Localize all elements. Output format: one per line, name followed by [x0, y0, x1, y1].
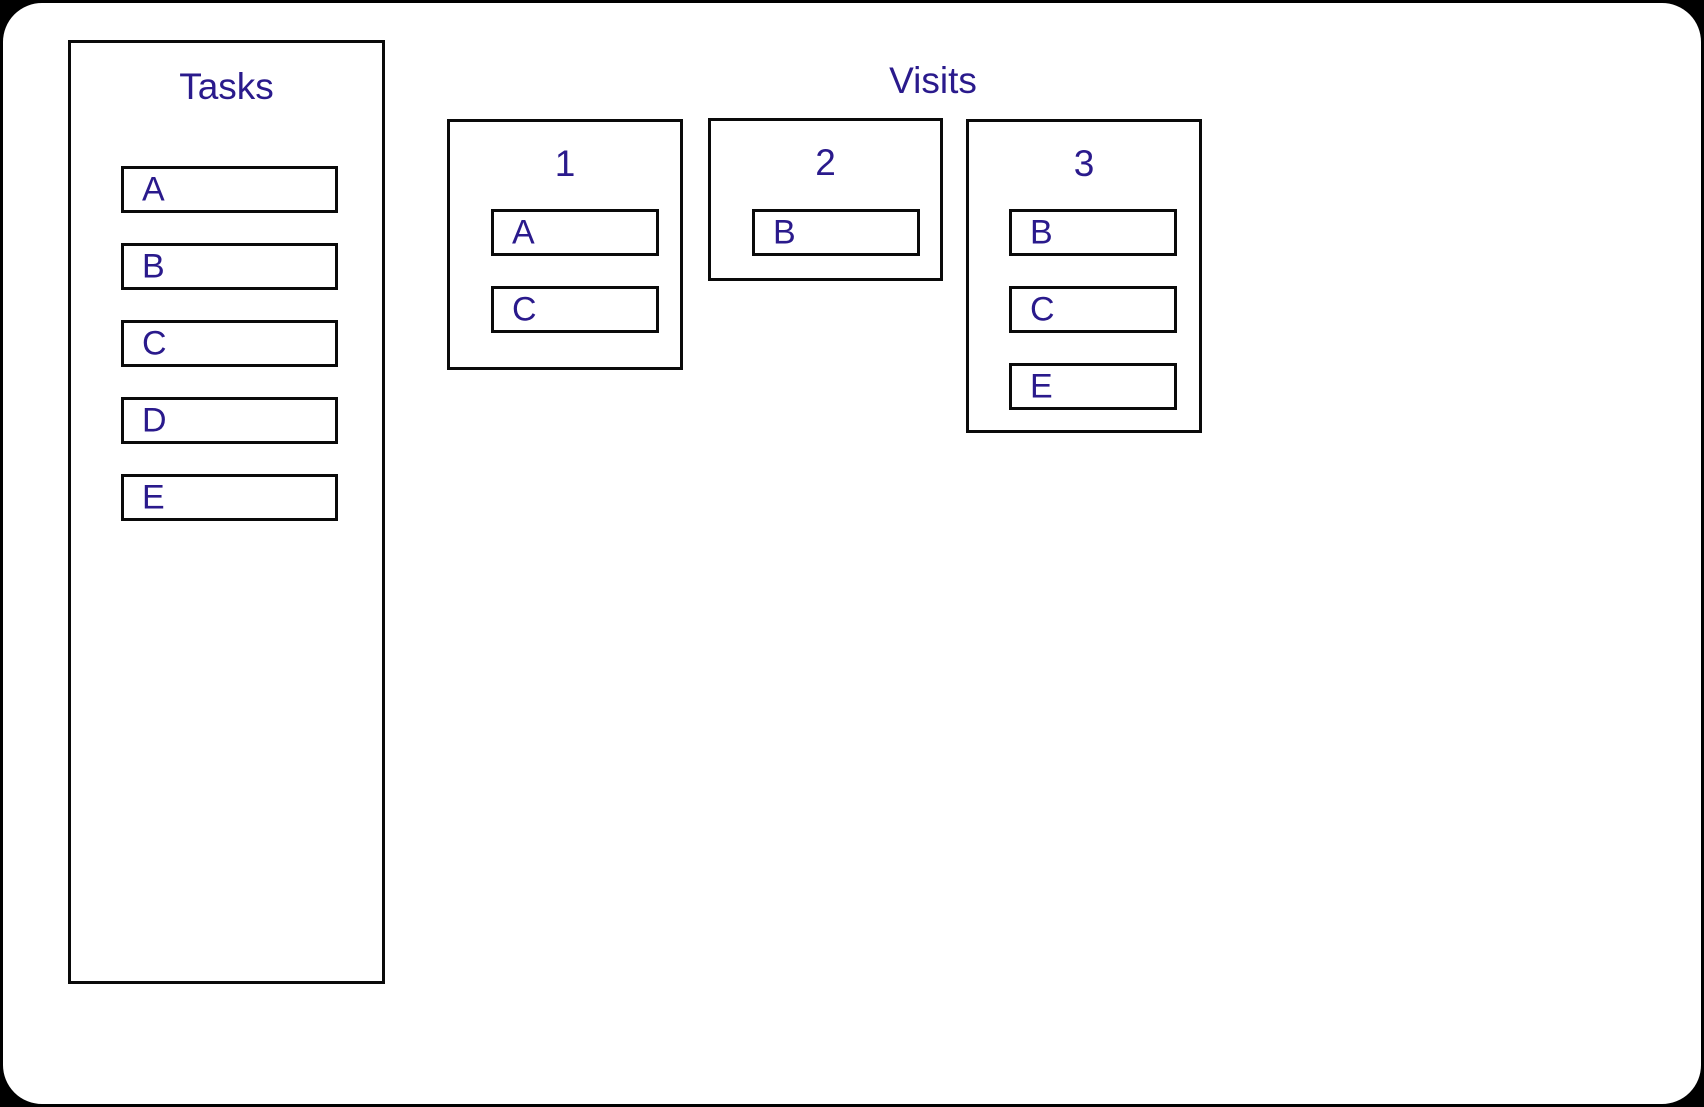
task-card-e[interactable]: E: [121, 474, 338, 521]
task-card-c[interactable]: C: [121, 320, 338, 367]
visit-card-label: B: [1030, 212, 1053, 251]
task-card-label: A: [142, 169, 165, 208]
visit-card-label: A: [512, 212, 535, 251]
task-card-d[interactable]: D: [121, 397, 338, 444]
task-card-label: B: [142, 246, 165, 285]
task-card-label: C: [142, 323, 167, 362]
visit-card-b[interactable]: B: [1009, 209, 1177, 256]
visit-panel-title: 3: [1073, 143, 1095, 184]
task-card-b[interactable]: B: [121, 243, 338, 290]
visit-panel-3: 3 B C E: [966, 119, 1202, 433]
visits-section-title: Visits: [889, 60, 977, 101]
visit-panel-title: 1: [554, 143, 576, 184]
visit-panel-title: 2: [815, 142, 836, 183]
tasks-panel-title: Tasks: [179, 66, 274, 107]
visit-panel-1: 1 A C: [447, 119, 683, 370]
visit-card-label: E: [1030, 366, 1053, 405]
visit-card-label: C: [1030, 289, 1055, 328]
task-card-a[interactable]: A: [121, 166, 338, 213]
visit-card-c[interactable]: C: [491, 286, 659, 333]
tasks-panel: Tasks A B C D E: [68, 40, 385, 984]
visit-card-e[interactable]: E: [1009, 363, 1177, 410]
task-card-label: E: [142, 477, 165, 516]
visit-card-a[interactable]: A: [491, 209, 659, 256]
visit-card-label: C: [512, 289, 537, 328]
visit-panel-2: 2 B: [708, 118, 943, 281]
visit-card-c[interactable]: C: [1009, 286, 1177, 333]
visit-card-label: B: [773, 212, 796, 251]
task-card-label: D: [142, 400, 167, 439]
visit-card-b[interactable]: B: [752, 209, 920, 256]
